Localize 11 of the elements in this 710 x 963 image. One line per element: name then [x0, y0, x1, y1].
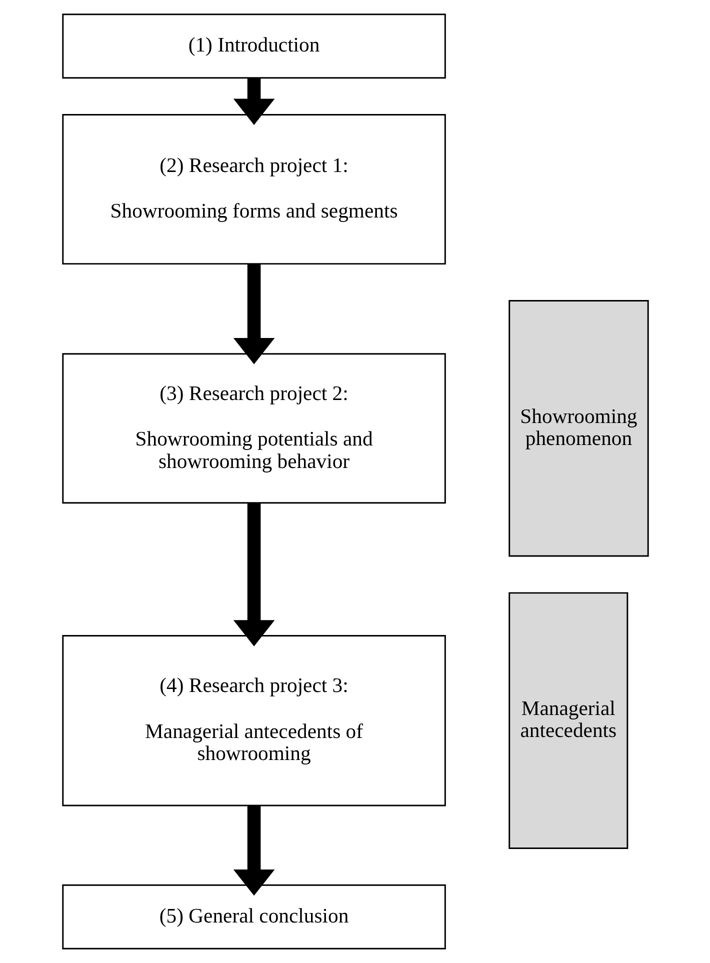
node-box: Showrooming phenomenon	[508, 300, 648, 557]
arrow	[232, 503, 274, 646]
node-box: (4) Research project 3: Managerial antecedents of showrooming	[62, 635, 446, 806]
node-box: Managerial antecedents	[508, 592, 628, 849]
node-box: (5) General conclusion	[62, 884, 446, 950]
node-box: (3) Research project 2: Showrooming potentials and showrooming behavior	[62, 353, 446, 504]
arrow	[232, 806, 274, 896]
node-box: (2) Research project 1: Showrooming forms and segments	[62, 114, 446, 265]
arrow	[232, 264, 274, 364]
node-box: (1) Introduction	[62, 14, 446, 79]
arrow	[232, 78, 274, 126]
